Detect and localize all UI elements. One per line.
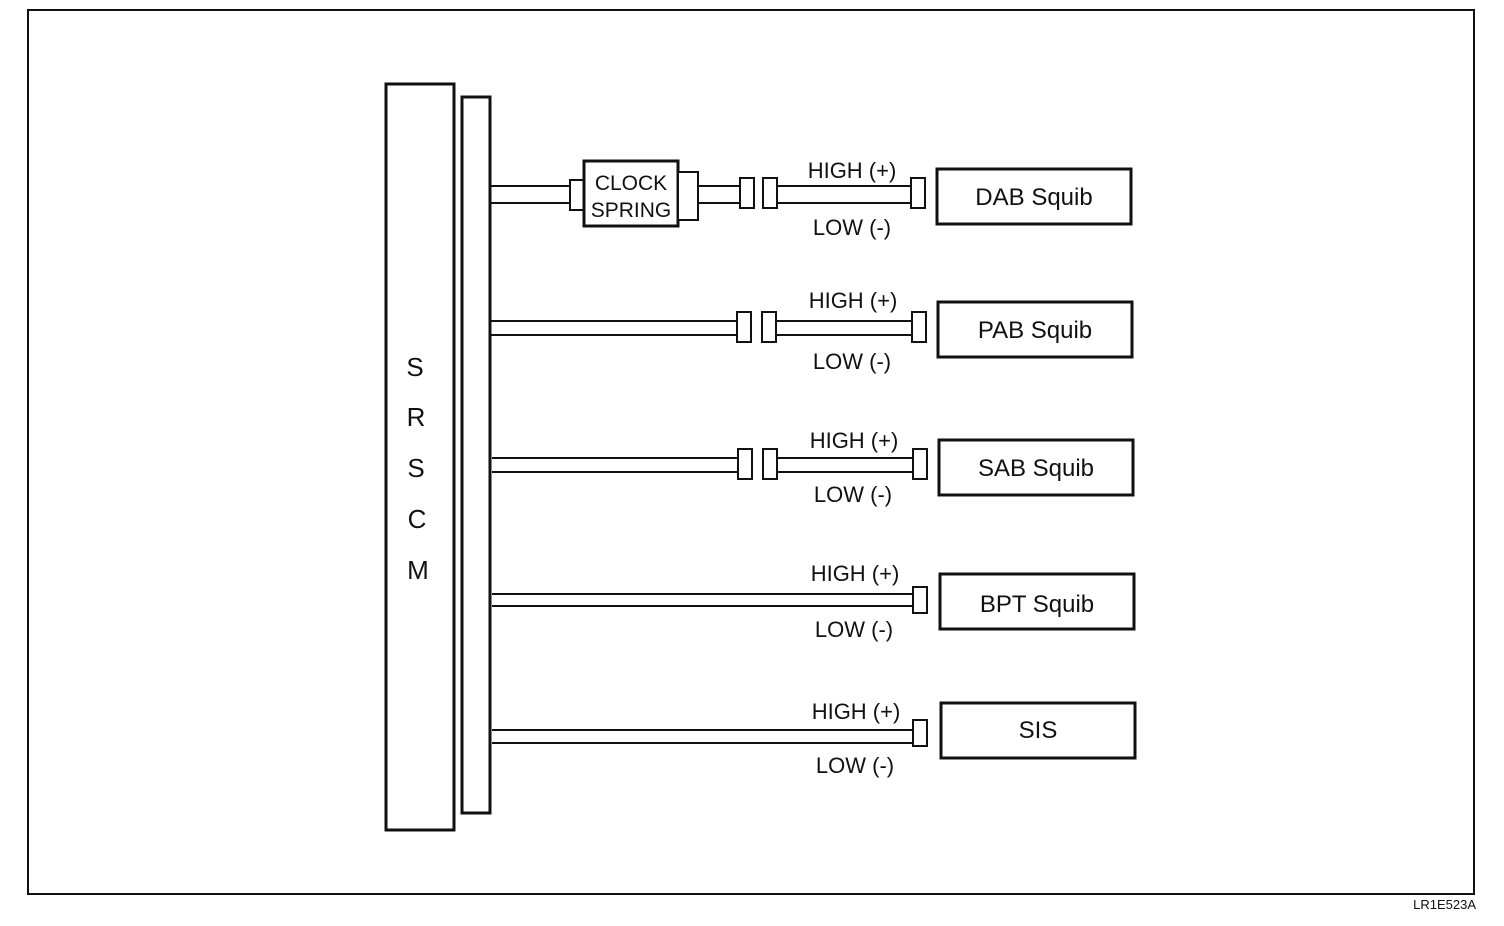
connector-male: [737, 448, 753, 480]
high-label: HIGH (+): [812, 699, 901, 724]
squib-box: [936, 300, 1134, 359]
squib-box: [938, 572, 1136, 631]
connector-female: [761, 311, 777, 343]
high-label: HIGH (+): [810, 428, 899, 453]
squib-connector: [912, 448, 928, 480]
low-label: LOW (-): [814, 482, 892, 507]
low-label: LOW (-): [816, 753, 894, 778]
module-connector-bar: [460, 95, 492, 815]
squib-connector: [910, 177, 926, 209]
low-label: LOW (-): [813, 215, 891, 240]
clock-spring-label: CLOCK: [595, 172, 667, 195]
srscm-letter: M: [407, 555, 429, 585]
high-label: HIGH (+): [808, 158, 897, 183]
squib-label: PAB Squib: [978, 317, 1092, 344]
srscm-module: [384, 82, 456, 832]
clock-spring-connector: [677, 171, 699, 221]
clock-spring-connector: [569, 179, 585, 211]
squib-box: [937, 438, 1135, 497]
diagram-frame: [27, 9, 1475, 895]
srscm-letter: C: [408, 504, 427, 534]
connector-female: [762, 177, 778, 209]
connector-female: [762, 448, 778, 480]
high-label: HIGH (+): [809, 288, 898, 313]
squib-connector: [911, 311, 927, 343]
low-label: LOW (-): [813, 349, 891, 374]
squib-box: [939, 701, 1137, 760]
low-label: LOW (-): [815, 617, 893, 642]
circuit-pab: HIGH (+) LOW (-) PAB Squib: [490, 288, 1134, 374]
squib-label: BPT Squib: [980, 591, 1094, 618]
squib-connector: [912, 586, 928, 614]
connector-male: [739, 177, 755, 209]
squib-box: [935, 167, 1133, 226]
circuit-sis: HIGH (+) LOW (-) SIS: [492, 699, 1137, 778]
squib-label: SIS: [1019, 717, 1058, 744]
srscm-letter: R: [407, 402, 426, 432]
circuit-sab: HIGH (+) LOW (-) SAB Squib: [492, 428, 1135, 507]
srscm-letter: S: [406, 352, 423, 382]
figure-reference: LR1E523A: [1413, 897, 1476, 912]
circuit-dab: CLOCK SPRING HIGH (+) LOW (-) DAB Squib: [490, 158, 1133, 240]
squib-label: SAB Squib: [978, 455, 1094, 482]
srscm-letter: S: [407, 453, 424, 483]
connector-male: [736, 311, 752, 343]
squib-connector: [912, 719, 928, 747]
high-label: HIGH (+): [811, 561, 900, 586]
circuit-bpt: HIGH (+) LOW (-) BPT Squib: [492, 561, 1136, 642]
squib-label: DAB Squib: [975, 184, 1092, 211]
clock-spring-label: SPRING: [591, 199, 672, 222]
